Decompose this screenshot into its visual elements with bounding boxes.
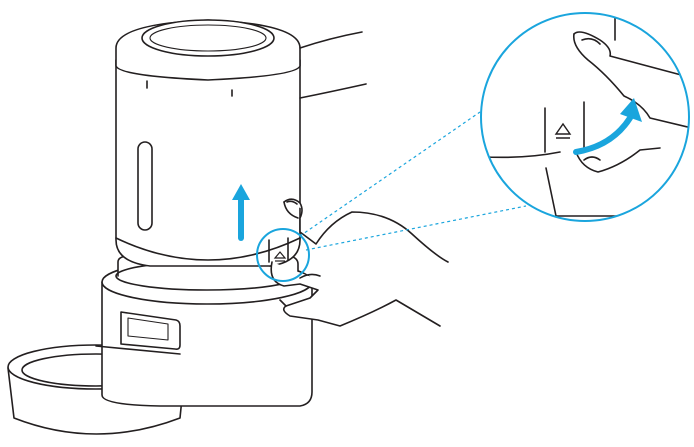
level-window (137, 141, 153, 231)
hand (270, 198, 449, 327)
magnifier-circle-icon (256, 228, 310, 282)
zoom-detail (480, 12, 690, 222)
zoom-eject-icon (554, 122, 572, 139)
callout-lines (299, 111, 527, 251)
eject-icon (273, 251, 287, 262)
up-arrow-icon (232, 184, 250, 241)
lid (115, 19, 301, 81)
hopper (115, 59, 301, 267)
curved-arrow-icon (573, 98, 642, 155)
cable (299, 31, 367, 99)
food-outlet (95, 311, 181, 355)
